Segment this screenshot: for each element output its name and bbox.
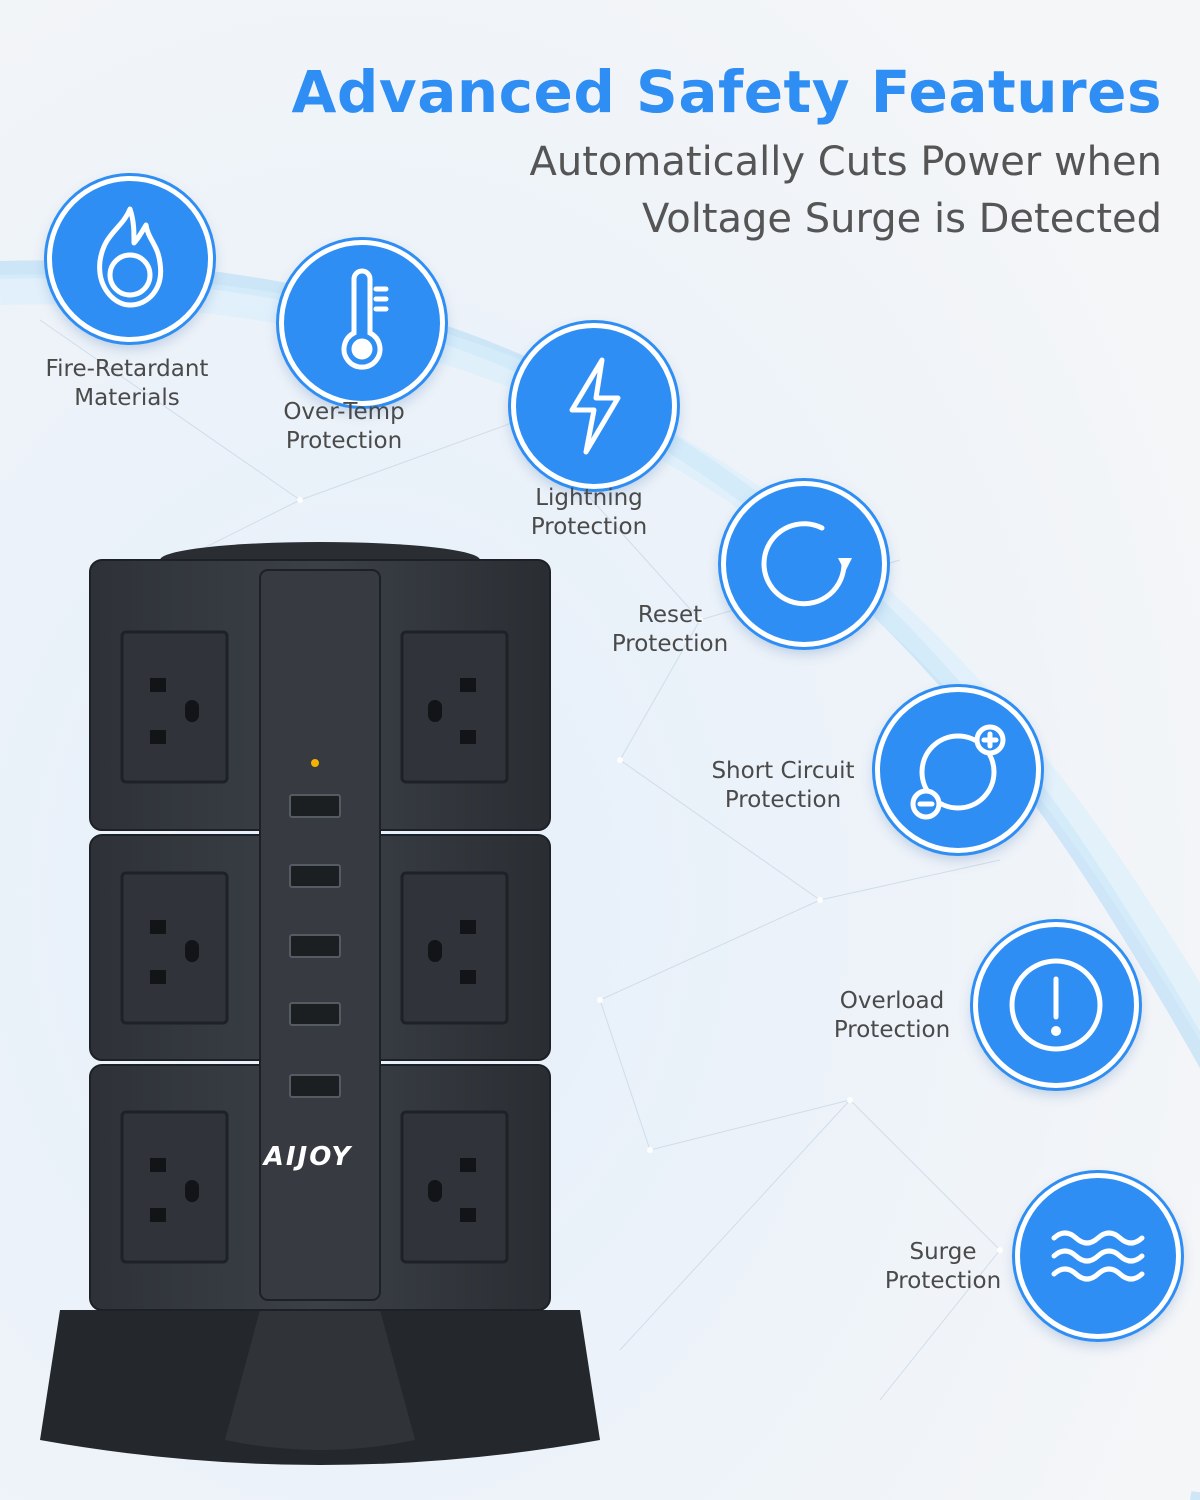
feature-line: Protection — [833, 1017, 951, 1043]
feature-line: Protection — [611, 631, 729, 657]
lightning-icon — [511, 323, 677, 489]
feature-line: Over-Temp — [283, 399, 405, 425]
flame-icon — [47, 176, 213, 342]
wave-icon — [1015, 1173, 1181, 1339]
feature-label-fire: Fire-Retardant Materials — [17, 355, 237, 413]
feature-line: Protection — [884, 1268, 1002, 1294]
feature-line: Surge — [909, 1239, 977, 1265]
feature-label-overload: Overload Protection — [782, 987, 1002, 1045]
feature-line: Protection — [530, 514, 648, 540]
feature-label-reset: Reset Protection — [560, 601, 780, 659]
feature-label-surge: Surge Protection — [833, 1238, 1053, 1296]
feature-label-shortcircuit: Short Circuit Protection — [673, 757, 893, 815]
feature-label-lightning: Lightning Protection — [479, 484, 699, 542]
exclamation-icon — [973, 922, 1139, 1088]
page-title: Advanced Safety Features — [291, 58, 1162, 126]
circuit-icon — [875, 687, 1041, 853]
thermometer-icon — [279, 240, 445, 406]
feature-line: Reset — [637, 602, 703, 628]
subtitle-line-2: Voltage Surge is Detected — [642, 196, 1162, 242]
subtitle-line-1: Automatically Cuts Power when — [529, 139, 1162, 185]
power-strip-tower — [40, 542, 600, 1465]
brand-logo: AIJOY — [263, 1142, 353, 1172]
feature-line: Overload — [839, 988, 945, 1014]
feature-line: Fire-Retardant — [45, 356, 209, 382]
feature-line: Materials — [74, 385, 180, 411]
reset-icon — [721, 481, 887, 647]
feature-label-overtemp: Over-Temp Protection — [234, 398, 454, 456]
page-subtitle: Automatically Cuts Power when Voltage Su… — [402, 134, 1162, 248]
feature-line: Lightning — [535, 485, 643, 511]
feature-line: Protection — [285, 428, 403, 454]
feature-line: Short Circuit — [711, 758, 855, 784]
feature-line: Protection — [724, 787, 842, 813]
